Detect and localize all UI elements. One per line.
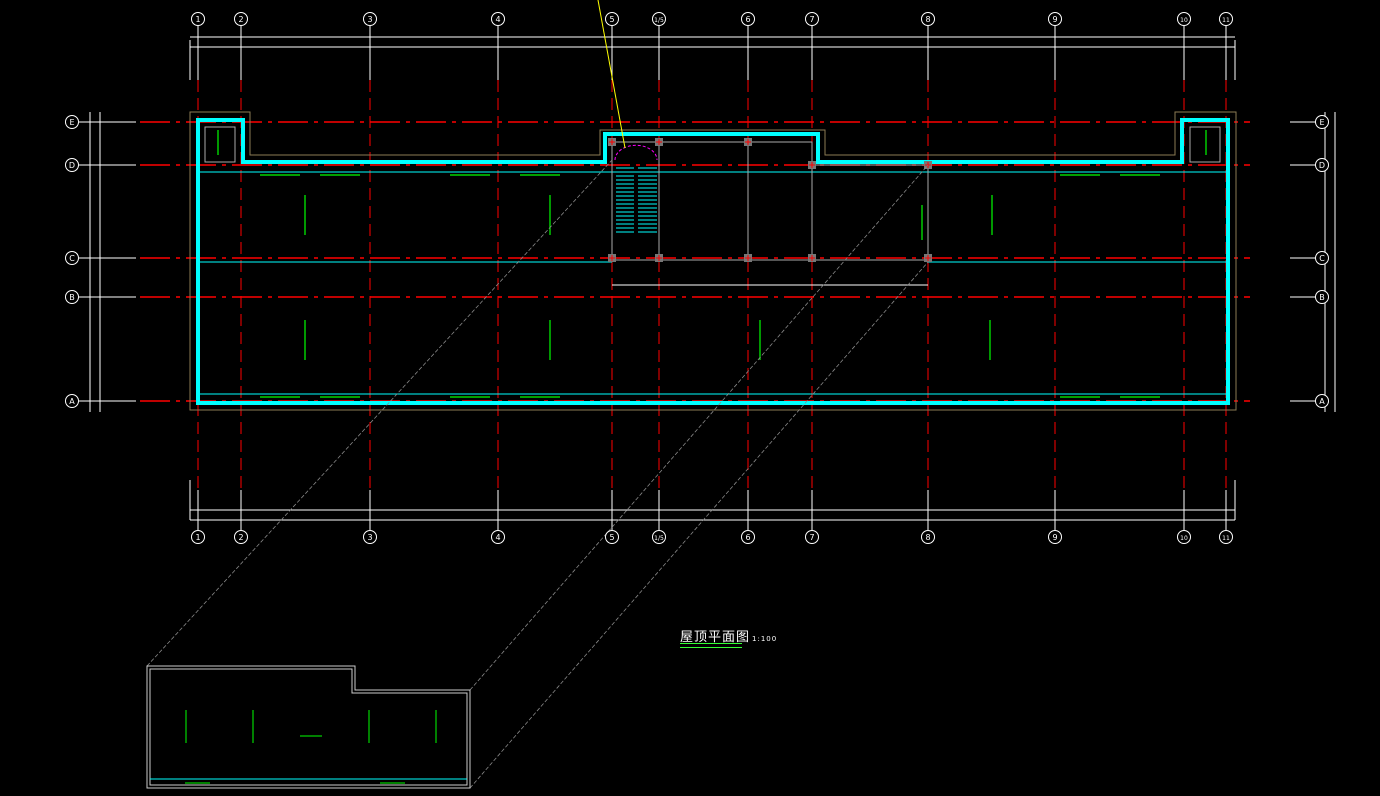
- column-grid-bubble: 11: [1219, 12, 1233, 26]
- column-marker: [808, 254, 816, 262]
- column-grid-bubble: 8: [921, 12, 935, 26]
- row-grid-bubble: A: [1315, 394, 1329, 408]
- column-label: 1: [195, 15, 200, 24]
- row-grid-bubble: E: [65, 115, 79, 129]
- row-grid-bubble: D: [1315, 158, 1329, 172]
- column-label: 10: [1180, 17, 1188, 24]
- column-label: 4: [495, 15, 500, 24]
- row-grid-bubble: D: [65, 158, 79, 172]
- row-label: B: [69, 293, 75, 302]
- dimension-lines: [89, 36, 1336, 521]
- column-label: 7: [809, 15, 814, 24]
- column-label: 2: [238, 15, 243, 24]
- row-label: A: [69, 397, 75, 406]
- detail-callout-lines: [146, 159, 929, 789]
- row-label: C: [1319, 254, 1325, 263]
- drainage-arrows: [217, 130, 1207, 398]
- column-label: 9: [1052, 533, 1057, 542]
- title-text: 屋顶平面图: [680, 630, 751, 645]
- row-label: A: [1319, 397, 1325, 406]
- row-label: B: [1319, 293, 1325, 302]
- column-marker: [924, 254, 932, 262]
- row-grid-bubble: E: [1315, 115, 1329, 129]
- column-label: 1/5: [654, 17, 664, 24]
- column-grid-bubble: 9: [1048, 12, 1062, 26]
- column-label: 1: [195, 533, 200, 542]
- column-grid-bubble: 8: [921, 530, 935, 544]
- column-grid-bubble: 6: [741, 12, 755, 26]
- column-grid-bubble: 3: [363, 530, 377, 544]
- column-grid-bubble: 4: [491, 530, 505, 544]
- column-grid-bubble: 4: [491, 12, 505, 26]
- row-grid-bubble: B: [65, 290, 79, 304]
- staircase: [616, 167, 657, 233]
- column-label: 8: [925, 533, 930, 542]
- column-marker: [608, 138, 616, 146]
- column-label: 3: [367, 533, 372, 542]
- row-label: C: [69, 254, 75, 263]
- column-grid-bubble: 1/5: [652, 12, 666, 26]
- column-label: 11: [1222, 17, 1230, 24]
- column-label: 7: [809, 533, 814, 542]
- column-marker: [744, 254, 752, 262]
- row-grid-bubble: C: [1315, 251, 1329, 265]
- column-grid-bubble: 3: [363, 12, 377, 26]
- column-label: 5: [609, 15, 614, 24]
- column-label: 10: [1180, 535, 1188, 542]
- column-grid-bubble: 1: [191, 12, 205, 26]
- column-grid-bubble: 5: [605, 12, 619, 26]
- row-label: D: [1319, 161, 1325, 170]
- column-marker: [655, 254, 663, 262]
- column-label: 6: [745, 533, 750, 542]
- row-label: E: [1319, 118, 1324, 127]
- column-grid-bubble: 1/5: [652, 530, 666, 544]
- column-grid-bubble: 6: [741, 530, 755, 544]
- column-label: 9: [1052, 15, 1057, 24]
- column-marker: [744, 138, 752, 146]
- column-grid-bubble: 2: [234, 12, 248, 26]
- column-marker: [808, 161, 816, 169]
- row-label: D: [69, 161, 75, 170]
- column-grid-bubble: 11: [1219, 530, 1233, 544]
- axis-lines: [79, 26, 1315, 530]
- column-grid-bubble: 10: [1177, 530, 1191, 544]
- column-grid-bubble: 7: [805, 530, 819, 544]
- row-grid-bubble: C: [65, 251, 79, 265]
- roof-outline: [189, 111, 1237, 411]
- column-label: 11: [1222, 535, 1230, 542]
- column-label: 1/5: [654, 535, 664, 542]
- column-grid-bubble: 2: [234, 530, 248, 544]
- row-grid-bubble: B: [1315, 290, 1329, 304]
- column-label: 5: [609, 533, 614, 542]
- column-grid-bubble: 1: [191, 530, 205, 544]
- column-marker: [608, 254, 616, 262]
- column-grid-bubble: 5: [605, 530, 619, 544]
- column-label: 3: [367, 15, 372, 24]
- column-label: 2: [238, 533, 243, 542]
- scale-text: 1:100: [752, 635, 778, 643]
- row-label: E: [69, 118, 74, 127]
- column-label: 8: [925, 15, 930, 24]
- title-underline: [680, 643, 742, 648]
- row-grid-bubble: A: [65, 394, 79, 408]
- leader-line: [597, 0, 626, 149]
- column-label: 4: [495, 533, 500, 542]
- detail-inset: [146, 665, 471, 789]
- column-grid-bubble: 10: [1177, 12, 1191, 26]
- column-label: 6: [745, 15, 750, 24]
- column-marker: [655, 138, 663, 146]
- column-grid-bubble: 9: [1048, 530, 1062, 544]
- column-grid-bubble: 7: [805, 12, 819, 26]
